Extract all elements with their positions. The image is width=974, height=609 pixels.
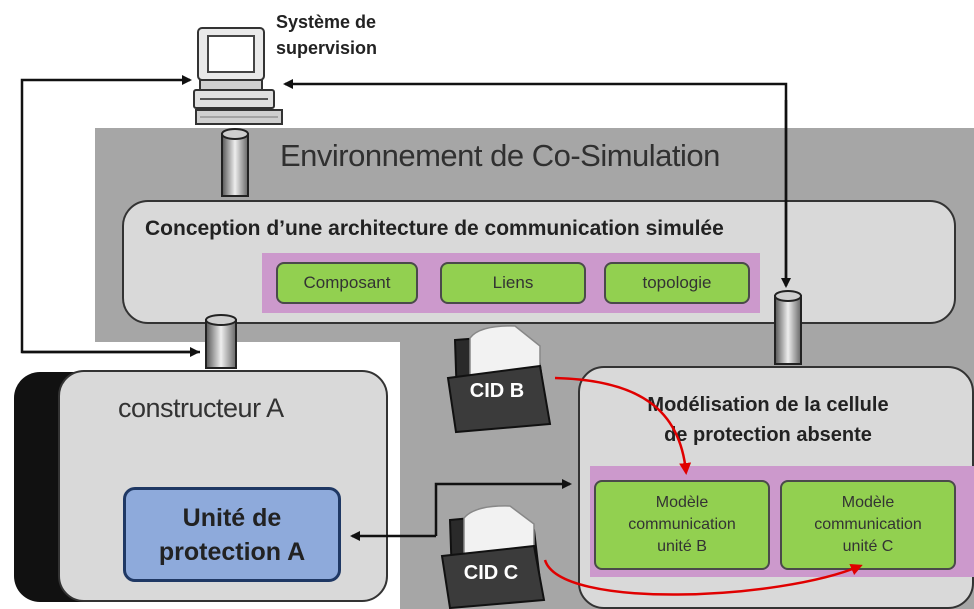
supervision-label-line2: supervision	[276, 38, 378, 58]
supervision-right-link	[283, 79, 791, 288]
supervision-label-line1: Système de	[276, 12, 377, 32]
modeling-title: Modélisation de la cellule de protection…	[588, 390, 948, 450]
unit-modeling-link	[350, 479, 572, 541]
topology-chip: topologie	[604, 262, 750, 304]
model-b-line2: communication	[628, 516, 736, 533]
constructor-title: constructeur A	[118, 393, 284, 423]
model-c-line3: unité C	[842, 538, 894, 555]
supervision-label: Système de supervision	[276, 9, 377, 61]
modeling-title-line1: Modélisation de la cellule	[647, 394, 889, 416]
cid-c-folder-icon	[440, 505, 546, 609]
protection-unit-box: Unité de protection A	[123, 487, 341, 582]
protection-unit-line2: protection A	[158, 537, 306, 566]
computer-icon	[193, 27, 283, 125]
model-unit-b: Modèle communication unité B	[594, 480, 770, 570]
cid-b-folder-icon	[446, 325, 552, 434]
model-c-line1: Modèle	[841, 494, 895, 511]
modeling-title-line2: de protection absente	[664, 424, 872, 446]
supervision-left-link	[20, 75, 200, 357]
model-c-line2: communication	[814, 516, 922, 533]
cid-b-label: CID B	[469, 380, 525, 402]
model-b-line3: unité B	[657, 538, 707, 555]
links-chip: Liens	[440, 262, 586, 304]
model-unit-c: Modèle communication unité C	[780, 480, 956, 570]
connector-cylinder-right	[774, 290, 802, 365]
cid-c-label: CID C	[463, 562, 519, 584]
component-chip: Composant	[276, 262, 418, 304]
connector-cylinder-left	[205, 314, 237, 369]
protection-unit-line1: Unité de	[182, 503, 282, 532]
model-b-line1: Modèle	[655, 494, 709, 511]
architecture-title: Conception d’une architecture de communi…	[145, 217, 724, 240]
connector-cylinder-top	[221, 128, 249, 197]
environment-title: Environnement de Co-Simulation	[280, 138, 720, 173]
cid-b-arrow	[554, 376, 692, 475]
cid-c-arrow	[543, 559, 863, 596]
